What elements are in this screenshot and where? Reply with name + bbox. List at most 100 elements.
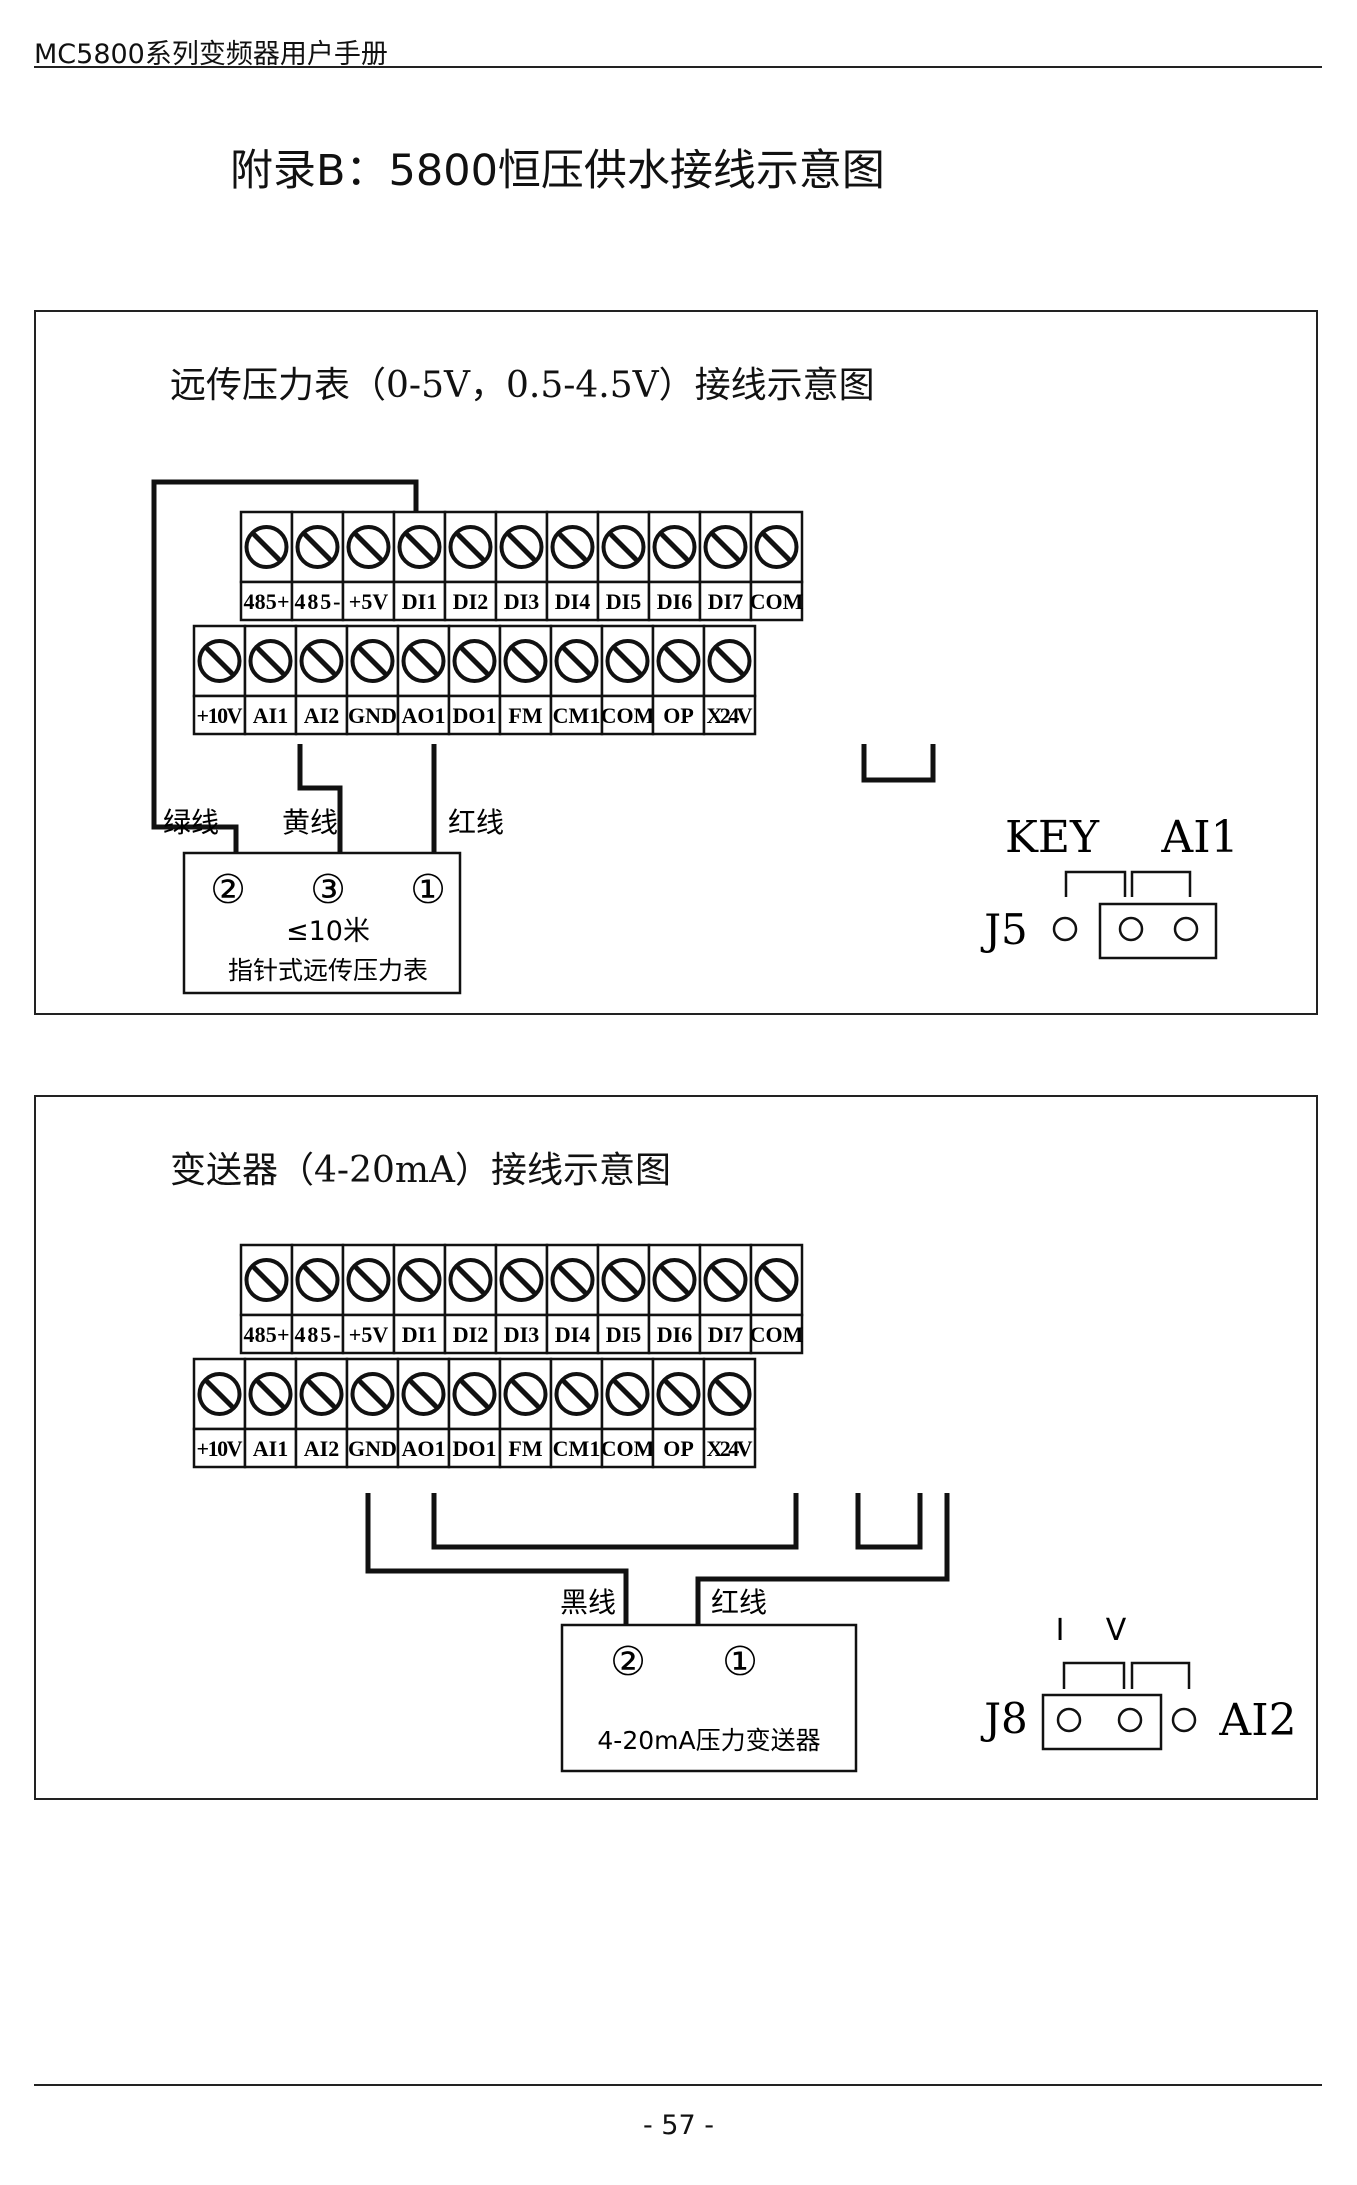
terminal-label: +10V [197, 703, 243, 728]
terminal-label: DI7 [708, 589, 743, 614]
jumper-pin [1052, 916, 1078, 942]
jumper-pin [1117, 1707, 1143, 1733]
screw-icon [656, 1372, 701, 1416]
terminal-top-7: DI5 [596, 1243, 651, 1355]
terminal-label: COM [601, 1436, 655, 1461]
terminal-label: DI4 [555, 1322, 590, 1347]
terminal-label: DI1 [402, 1322, 437, 1347]
screw-icon [601, 1258, 646, 1302]
terminal-label: X24V [707, 1436, 753, 1461]
jumper-v-label: V [1106, 1613, 1127, 1648]
terminal-bottom-4: AO1 [396, 1357, 451, 1469]
wires [151, 479, 936, 853]
screw-icon [601, 525, 646, 569]
terminal-label: GND [348, 1436, 397, 1461]
terminal-bottom-9: OP [651, 1357, 706, 1469]
terminal-top-3: DI1 [392, 510, 447, 622]
terminal-top-6: DI4 [545, 1243, 600, 1355]
terminal-label: DI2 [453, 1322, 488, 1347]
terminal-top-1: 485- [290, 1243, 345, 1355]
diagram2-title: 变送器（4-20mA）接线示意图 [170, 1150, 672, 1191]
screw-icon [605, 639, 650, 683]
terminal-label: X24V [707, 703, 753, 728]
terminal-label: DI3 [504, 589, 539, 614]
screw-icon [707, 639, 752, 683]
terminal-label: 485+ [244, 1322, 290, 1347]
terminal-bottom-6: FM [498, 624, 553, 736]
jumper-i-label: I [1056, 1613, 1065, 1648]
jumper-j8-label: J8 [980, 1694, 1028, 1743]
screw-icon [452, 639, 497, 683]
yellow-wire [297, 744, 343, 853]
terminal-label: AO1 [402, 703, 446, 728]
screw-icon [452, 1372, 497, 1416]
terminal-label: +5V [349, 589, 389, 614]
jumper-pin [1118, 916, 1144, 942]
page-number: - 57 - [642, 2110, 714, 2141]
screw-icon [197, 639, 242, 683]
terminal-label: 485+ [244, 589, 290, 614]
screw-icon [248, 639, 293, 683]
pin-2-marker: ② [610, 1639, 646, 1685]
terminal-top-8: DI6 [647, 510, 702, 622]
pressure-gauge-box [182, 851, 462, 995]
terminal-label: COM [601, 703, 655, 728]
terminal-bottom-8: COM [601, 1357, 655, 1469]
terminal-label: AI1 [253, 1436, 288, 1461]
screw-icon [652, 525, 697, 569]
terminal-top-9: DI7 [698, 510, 753, 622]
screw-icon [703, 1258, 748, 1302]
terminal-bottom-7: CM1 [549, 624, 604, 736]
terminal-top-6: DI4 [545, 510, 600, 622]
terminal-bottom-7: CM1 [549, 1357, 604, 1469]
appendix-title: 附录B：5800恒压供水接线示意图 [230, 146, 885, 196]
terminal-bottom-0: +10V [192, 1357, 247, 1469]
terminal-bottom-2: AI2 [294, 1357, 349, 1469]
screw-icon [499, 1258, 544, 1302]
jumper-cap [1041, 1693, 1163, 1751]
terminal-top-0: 485+ [239, 1243, 294, 1355]
terminal-top-0: 485+ [239, 510, 294, 622]
screw-icon [448, 1258, 493, 1302]
screw-icon [754, 1258, 799, 1302]
terminal-label: +10V [197, 1436, 243, 1461]
terminal-bottom-5: DO1 [447, 1357, 502, 1469]
screw-icon [707, 1372, 752, 1416]
terminal-label: CM1 [553, 703, 601, 728]
terminal-label: DI5 [606, 589, 641, 614]
screw-icon [299, 1372, 344, 1416]
terminal-bottom-0: +10V [192, 624, 247, 736]
screw-icon [652, 1258, 697, 1302]
terminal-bottom-4: AO1 [396, 624, 451, 736]
terminal-label: CM1 [553, 1436, 601, 1461]
terminal-top-5: DI3 [494, 1243, 549, 1355]
terminal-label: DI7 [708, 1322, 743, 1347]
terminal-label: AI1 [253, 703, 288, 728]
pin-1-marker: ① [722, 1639, 758, 1685]
screw-icon [299, 639, 344, 683]
terminal-label: OP [663, 703, 694, 728]
terminal-label: FM [508, 1436, 542, 1461]
terminal-label: DO1 [453, 1436, 497, 1461]
screw-icon [397, 1258, 442, 1302]
jumper-cap [1098, 902, 1218, 960]
pin-1-marker: ① [410, 867, 446, 913]
terminal-label: COM [750, 1322, 804, 1347]
screw-icon [346, 525, 391, 569]
terminal-bottom-10: X24V [702, 1357, 757, 1469]
terminal-bottom-5: DO1 [447, 624, 502, 736]
terminal-label: DI4 [555, 589, 590, 614]
terminal-top-2: +5V [341, 510, 396, 622]
device-label: 指针式远传压力表 [228, 956, 428, 985]
terminal-top-10: COM [750, 1243, 804, 1355]
screw-icon [197, 1372, 242, 1416]
black-wire [365, 1493, 629, 1625]
screw-icon [401, 1372, 446, 1416]
screw-icon [401, 639, 446, 683]
screw-icon [350, 639, 395, 683]
pin-3-marker: ③ [310, 867, 346, 913]
